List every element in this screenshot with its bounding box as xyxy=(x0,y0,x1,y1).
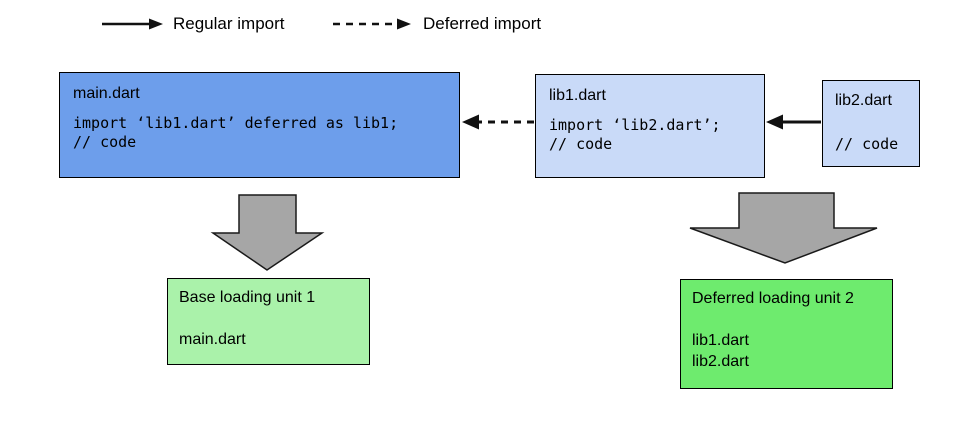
code-block: // code xyxy=(835,135,907,154)
code-line: // code xyxy=(73,133,137,151)
file-box-lib1-dart: lib1.dart import ‘lib2.dart’; // code xyxy=(535,74,765,178)
code-line: import ‘lib2.dart’; xyxy=(549,116,721,134)
file-box-main-dart: main.dart import ‘lib1.dart’ deferred as… xyxy=(59,72,460,178)
legend-deferred-label: Deferred import xyxy=(423,14,542,33)
legend-regular-arrow-icon xyxy=(102,18,163,30)
block-arrow-down-left xyxy=(210,194,325,271)
legend-deferred-arrow-icon xyxy=(333,18,411,30)
unit-file-list: main.dart xyxy=(179,329,358,350)
file-title: lib1.dart xyxy=(549,87,606,104)
unit-box-base: Base loading unit 1 main.dart xyxy=(167,278,370,365)
code-block: import ‘lib2.dart’; // code xyxy=(549,116,751,154)
unit-title: Deferred loading unit 2 xyxy=(692,290,854,307)
regular-import-arrow-icon xyxy=(766,114,821,130)
file-title: main.dart xyxy=(73,85,140,102)
deferred-import-arrow-icon xyxy=(462,114,534,130)
file-box-lib2-dart: lib2.dart // code xyxy=(822,80,920,167)
unit-title: Base loading unit 1 xyxy=(179,289,316,306)
code-line: // code xyxy=(549,135,613,153)
file-title: lib2.dart xyxy=(835,92,892,109)
unit-file: lib2.dart xyxy=(692,353,749,370)
unit-file-list: lib1.dart lib2.dart xyxy=(692,330,881,372)
unit-file: lib1.dart xyxy=(692,332,749,349)
code-line: // code xyxy=(835,135,899,153)
unit-file: main.dart xyxy=(179,331,246,348)
code-block: import ‘lib1.dart’ deferred as lib1; // … xyxy=(73,114,446,152)
unit-box-deferred: Deferred loading unit 2 lib1.dart lib2.d… xyxy=(680,279,893,389)
legend-regular-label: Regular import xyxy=(173,14,285,33)
block-arrow-down-right xyxy=(689,192,878,264)
code-line: import ‘lib1.dart’ deferred as lib1; xyxy=(73,114,399,132)
